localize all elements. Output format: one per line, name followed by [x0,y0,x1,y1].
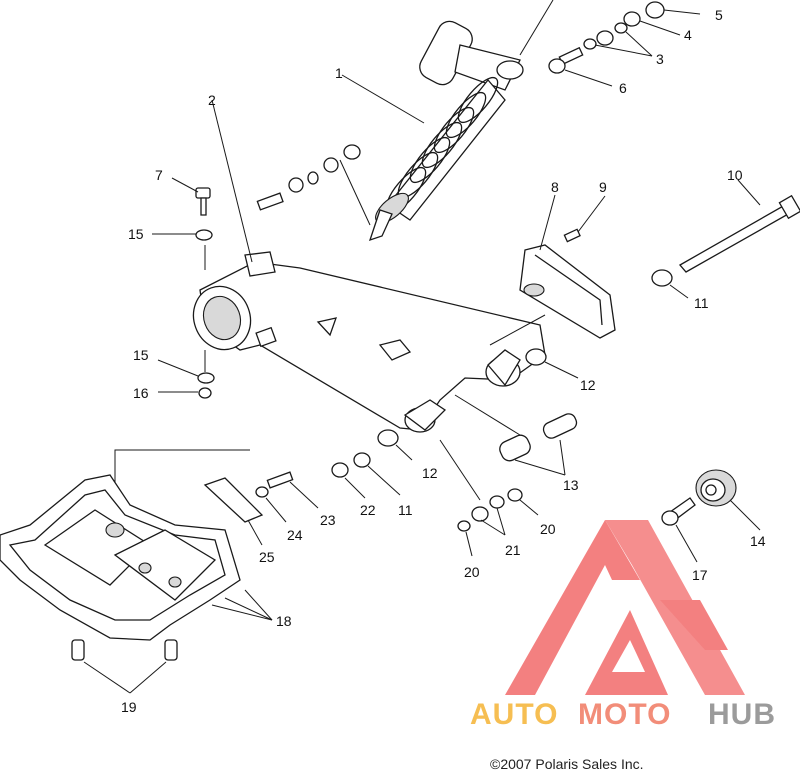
callout-20: 20 [540,521,556,537]
callout-11: 11 [694,295,709,311]
swing-arm [192,99,546,433]
callout-16: 16 [133,385,149,401]
callout-7: 7 [155,167,163,183]
callout-3: 3 [656,51,664,67]
skid-plate-fasteners [71,639,178,694]
axle-bolt [651,179,800,299]
callout-4: 4 [684,27,692,43]
callout-8: 8 [551,179,559,195]
upper-hardware [548,1,701,87]
callout-14: 14 [750,533,766,549]
watermark-auto: AUTO [470,698,558,731]
shock-absorber [341,0,554,242]
chain-guide [489,194,616,346]
copyright-text: ©2007 Polaris Sales Inc. [490,756,644,772]
bushings [454,394,578,476]
callout-12b: 12 [422,465,438,481]
automotohub-watermark: AUTO MOTO HUB [470,520,776,731]
callout-12: 12 [580,377,596,393]
callout-labels: 1 2 3 4 5 6 7 8 9 10 11 12 13 14 15 16 1… [121,7,766,715]
callout-13: 13 [563,477,579,493]
callout-20b: 20 [464,564,480,580]
callout-6: 6 [619,80,627,96]
shock-lower-hardware [256,144,371,226]
roller [661,469,761,563]
callout-17: 17 [692,567,708,583]
watermark-moto: MOTO [578,698,671,731]
callout-5: 5 [715,7,723,23]
skid-plate-hardware [203,471,319,546]
skid-plate [0,449,273,641]
callout-21: 21 [505,542,521,558]
callout-24: 24 [287,527,303,543]
callout-19: 19 [121,699,137,715]
pivot-hardware [152,177,215,399]
callout-11b: 11 [398,502,413,518]
callout-1: 1 [335,65,343,81]
callout-22: 22 [360,502,376,518]
roller-hardware [331,439,539,557]
bushing-washers [377,348,579,461]
callout-2: 2 [208,92,216,108]
callout-25: 25 [259,549,275,565]
callout-18: 18 [276,613,292,629]
watermark-logo-icon [505,520,745,695]
callout-9: 9 [599,179,607,195]
callout-10: 10 [727,167,743,183]
watermark-hub: HUB [708,698,776,731]
callout-23: 23 [320,512,336,528]
callout-15b: 15 [133,347,149,363]
callout-15: 15 [128,226,144,242]
